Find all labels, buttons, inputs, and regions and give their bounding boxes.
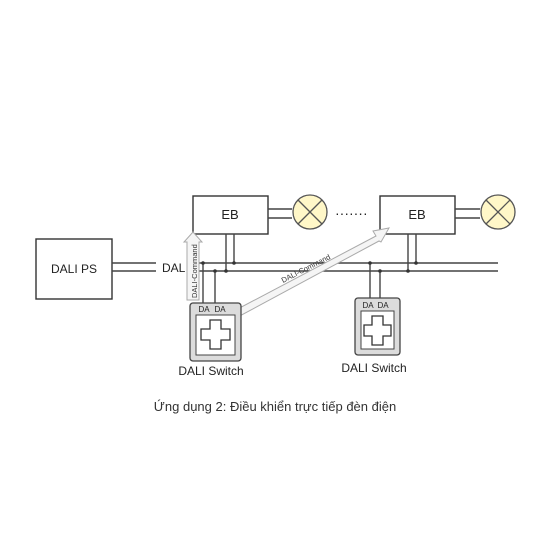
dali-ps-box — [35, 238, 113, 300]
dali-switch-left: DA DA — [189, 302, 242, 362]
junction-dot — [213, 269, 217, 273]
eb-right-label: EB — [408, 207, 425, 222]
continuation-dots: ······· — [335, 205, 368, 221]
eb-right-box — [379, 195, 456, 235]
switch-right-da1: DA — [362, 301, 374, 310]
junction-dot — [414, 261, 418, 265]
junction-dot — [224, 269, 228, 273]
junction-dot — [368, 261, 372, 265]
lamp-right-icon — [480, 194, 516, 230]
dali-ps-label: DALI PS — [51, 262, 97, 276]
junction-dot — [378, 269, 382, 273]
command-label-vertical: DALI-Command — [190, 244, 199, 298]
command-arrow-vertical: DALI-Command — [182, 231, 204, 301]
switch-right-da2: DA — [377, 301, 389, 310]
lamp-left-icon — [292, 194, 328, 230]
junction-dot — [232, 261, 236, 265]
switch-right-cross-icon — [363, 315, 392, 346]
switch-left-da1: DA — [198, 305, 210, 314]
switch-left-cross-icon — [200, 319, 231, 350]
switch-left-label: DALI Switch — [178, 364, 243, 378]
junction-dot — [406, 269, 410, 273]
figure-caption: Ứng dụng 2: Điều khiển trực tiếp đèn điệ… — [153, 399, 397, 414]
eb-left-box — [192, 195, 269, 235]
dali-switch-right: DA DA — [354, 297, 401, 356]
bus-label: DALI — [162, 261, 189, 275]
eb-left-label: EB — [221, 207, 238, 222]
switch-right-label: DALI Switch — [341, 361, 406, 375]
junction-dot — [201, 261, 205, 265]
switch-left-da2: DA — [214, 305, 226, 314]
